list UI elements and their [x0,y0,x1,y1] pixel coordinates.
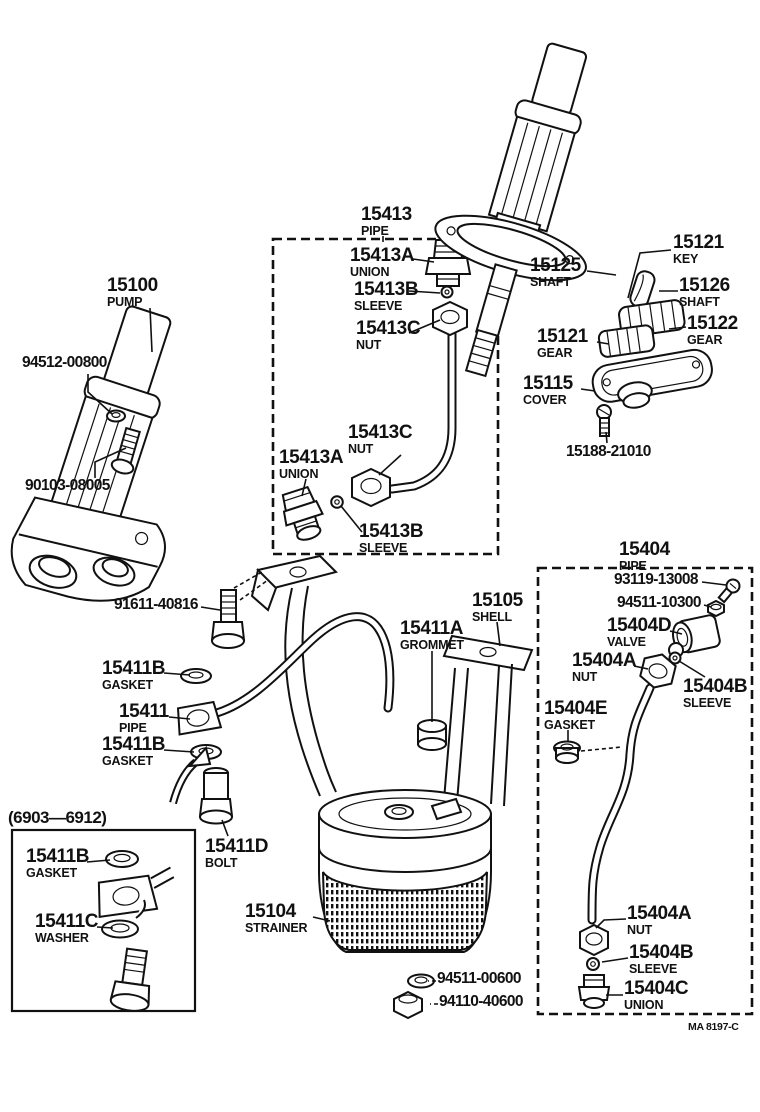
hardware-94512-90103-drawing [106,409,141,475]
group-box-daterange [10,828,197,1013]
figure-code: MA 8197-C [688,1021,739,1033]
callout-15404c-union: 15404C UNION [624,978,689,1013]
callout-15411a-grommet: 15411A GROMMET [400,618,464,653]
callout-15411b-gasket-2: 15411B GASKET [102,734,166,769]
callout-15413b-sleeve-2: 15413B SLEEVE [359,521,424,556]
callout-15115-cover: 15115 COVER [523,373,573,408]
pump-assembly-top-drawing [434,42,588,378]
production-range-label: (6903—6912) [8,808,107,827]
leader-lines [86,236,727,1005]
callout-94512-00800: 94512-00800 [22,354,107,371]
callout-15413a-union-2: 15413A UNION [279,447,344,482]
callout-15404-pipe-header: 15404 PIPE [619,539,670,574]
callout-15100-pump: 15100 PUMP [107,275,158,310]
callout-15125-shaft: 15125 SHAFT [530,255,581,290]
callout-90103-08005: 90103-08005 [25,477,110,494]
callout-15413c-nut: 15413C NUT [356,318,421,353]
group-box-15404 [536,566,754,1016]
daterange-box-parts-drawing [97,745,234,1012]
callout-15413-pipe-header: 15413 PIPE [361,204,412,239]
callout-15404a-nut-2: 15404A NUT [627,903,692,938]
callout-15105-shell: 15105 SHELL [472,590,523,625]
callout-15411-pipe: 15411 PIPE [119,701,169,736]
callout-15121-key: 15121 KEY [673,232,724,267]
callout-15126-shaft: 15126 SHAFT [679,275,730,310]
pipe-15404-parts-drawing [553,578,741,1009]
callout-15188-21010: 15188-21010 [566,443,651,460]
pipe-15411-drawing [176,612,447,760]
callout-94511-00600: 94511-00600 [437,970,522,987]
cover-15115-drawing [591,348,713,437]
callout-15411b-gasket: 15411B GASKET [102,658,166,693]
callout-15413c-nut-2: 15413C NUT [348,422,413,457]
bracket-shell-drawing [250,554,534,807]
callout-94511-10300: 94511-10300 [617,594,702,611]
callout-15413a-union: 15413A UNION [350,245,415,280]
callout-15122-gear: 15122 GEAR [687,313,738,348]
callout-15411b-gasket-3: 15411B GASKET [26,846,90,881]
pump-15100-drawing [10,305,172,602]
callout-15413b-sleeve: 15413B SLEEVE [354,279,419,314]
callout-15404d-valve: 15404D VALVE [607,615,672,650]
callout-15411c-washer: 15411C WASHER [35,911,99,946]
pipe-15413-parts-drawing [281,239,472,541]
callout-15404e-gasket: 15404E GASKET [544,698,608,733]
strainer-15104-drawing [318,789,492,1020]
callout-15404b-sleeve-2: 15404B SLEEVE [629,942,694,977]
group-box-15413 [271,237,500,556]
bolt-91611-drawing [210,571,263,649]
callout-15411d-bolt: 15411D BOLT [205,836,269,871]
callout-15121-gear: 15121 GEAR [537,326,588,361]
callout-94110-40600: 94110-40600 [439,993,524,1010]
callout-15404b-sleeve: 15404B SLEEVE [683,676,748,711]
callout-93119-13008: 93119-13008 [614,571,699,588]
callout-15104-strainer: 15104 STRAINER [245,901,308,936]
callout-91611-40816: 91611-40816 [114,596,199,613]
gears-drawing [597,299,686,358]
callout-15404a-nut: 15404A NUT [572,650,637,685]
